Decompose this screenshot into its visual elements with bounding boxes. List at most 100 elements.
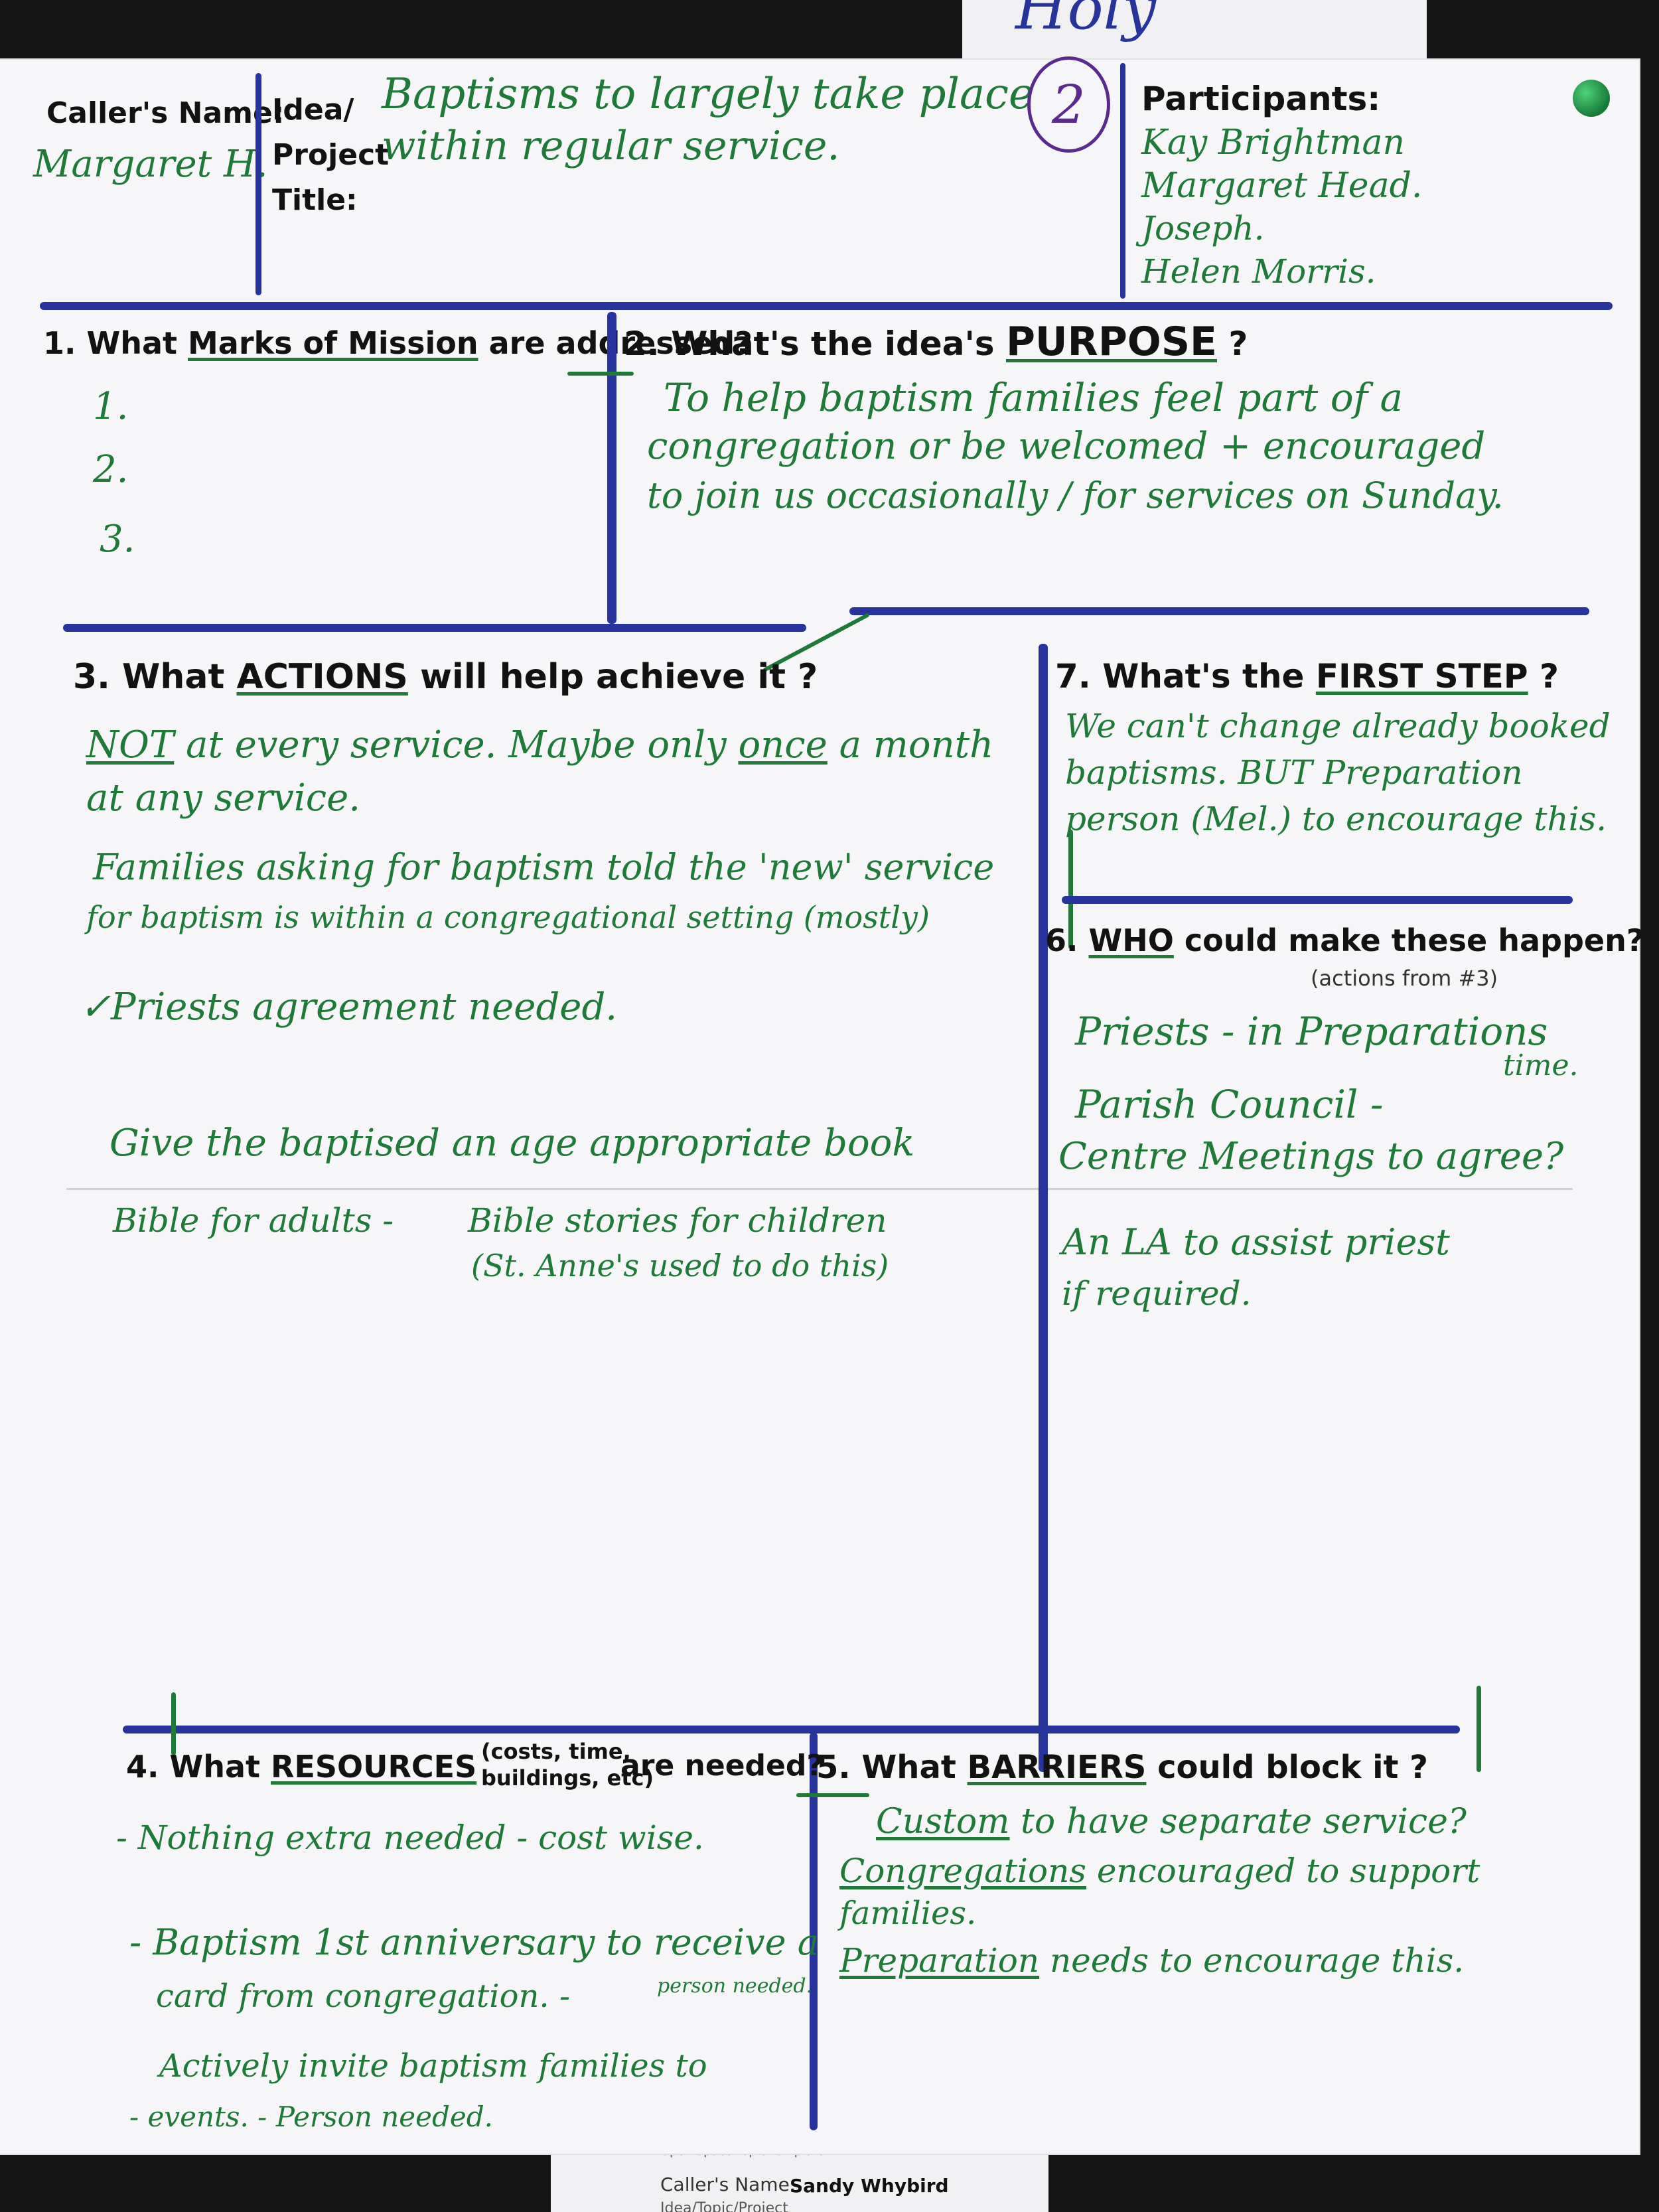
top-paper-text: Holy (1015, 0, 1157, 43)
q4-line-5: Actively invite baptism families to (159, 2047, 707, 2085)
q5-label-a: 5. What (816, 1749, 968, 1786)
q3-line-9: (St. Anne's used to do this) (471, 1248, 889, 1284)
q6-to-q7-arrow (1068, 830, 1073, 949)
mid-line-left (63, 624, 806, 632)
q5-line-4-a: Preparation (839, 1941, 1040, 1980)
q3-label-a: 3. What (73, 657, 237, 697)
paper-seam (66, 1188, 1573, 1190)
q5-line-2-b: encouraged to support (1086, 1852, 1480, 1890)
q6-line-6: if required. (1062, 1274, 1252, 1313)
q4-line-4: person needed. (657, 1974, 813, 1998)
q5-line-4-b: needs to encourage this. (1039, 1941, 1465, 1980)
q5-label: 5. What BARRIERS could block it ? (816, 1749, 1428, 1786)
q5-line-1-a: Custom (876, 1802, 1010, 1842)
caller-label: Caller's Name: (46, 96, 285, 130)
idea-label-2: Project (272, 138, 390, 172)
q3-line-1: NOT at every service. Maybe only once a … (86, 723, 993, 767)
q6-line-2: time. (1503, 1049, 1579, 1082)
q5-line-4: Preparation needs to encourage this. (839, 1941, 1464, 1980)
q3-line-1-c: once (738, 723, 828, 767)
q6-label-c: could make these happen? (1173, 922, 1644, 958)
mid-line-right (849, 607, 1589, 615)
q4-label-d: buildings, etc) (481, 1765, 654, 1791)
q4-q5-divider (810, 1732, 818, 2130)
q2-line-3: to join us occasionally / for services o… (647, 475, 1504, 516)
q2-label-c: ? (1217, 325, 1248, 363)
q3-line-5: ✓Priests agreement needed. (80, 986, 618, 1029)
bottom-paper-caller-label: Caller's Name: (660, 2174, 796, 2195)
q3-line-2: at any service. (86, 776, 361, 820)
q1-item-3: 3. (100, 518, 135, 561)
q3-label: 3. What ACTIONS will help achieve it ? (73, 657, 818, 697)
q1-label: 1. What Marks of Mission are addressed? (43, 325, 753, 361)
q1-to-q2-arrow (567, 372, 634, 376)
idea-value-2: within regular service. (382, 123, 840, 169)
participant-2: Margaret Head. (1141, 166, 1423, 206)
q6-label-a: 6. (1045, 922, 1089, 958)
bottom-paper-idea-label: Idea/Topic/Project (660, 2200, 788, 2212)
q4-to-q5-arrow (796, 1793, 869, 1797)
q3-label-b: ACTIONS (236, 657, 408, 697)
q3-label-c: will help achieve it ? (407, 657, 818, 697)
idea-label-1: Idea/ (272, 93, 354, 127)
idea-value-1: Baptisms to largely take place (382, 70, 1034, 119)
q4-label-c: (costs, time, (481, 1739, 631, 1764)
q6-line-3: Parish Council - (1075, 1082, 1384, 1127)
q4-line-2: - Baptism 1st anniversary to receive a (129, 1921, 819, 1963)
header-divider-1 (255, 73, 261, 295)
q3-line-3: Families asking for baptism told the 'ne… (93, 846, 995, 888)
idea-label-3: Title: (272, 183, 358, 217)
q5-line-1: Custom to have separate service? (876, 1802, 1467, 1842)
q2-label: 2. What's the idea's PURPOSE ? (624, 319, 1248, 365)
q2-label-a: 2. What's the idea's (624, 325, 1006, 363)
q6-line-4: Centre Meetings to agree? (1058, 1135, 1564, 1178)
q5-line-3: families. (839, 1895, 977, 1932)
q6-label: 6. WHO could make these happen? (1045, 922, 1644, 958)
q7-line-1: We can't change already booked (1065, 707, 1611, 745)
q4-label-e: are needed? (620, 1749, 824, 1783)
q1-label-b: Marks of Mission (188, 325, 478, 361)
q7-label: 7. What's the FIRST STEP ? (1055, 657, 1559, 696)
q3-line-1-d: a month (827, 723, 994, 767)
q3-line-4: for baptism is within a congregational s… (86, 899, 930, 935)
q7-line-3: person (Mel.) to encourage this. (1065, 800, 1607, 838)
header-bottom-line (40, 302, 1613, 310)
q7-line-2: baptisms. BUT Preparation (1065, 753, 1523, 792)
q1-item-2: 2. (93, 448, 129, 491)
bottom-line (123, 1726, 1460, 1733)
q5-line-2: Congregations encouraged to support (839, 1852, 1480, 1890)
q7-label-b: FIRST STEP (1315, 657, 1528, 696)
q1-label-a: 1. What (43, 325, 188, 361)
participants-label: Participants: (1141, 80, 1381, 118)
q7-label-c: ? (1528, 657, 1559, 696)
q3-to-q4-arrow (171, 1692, 176, 1755)
q4-label: 4. What RESOURCES (126, 1749, 476, 1785)
center-vertical-divider (1039, 644, 1048, 1772)
q4-line-3: card from congregation. - (156, 1978, 571, 2015)
q6-line-1: Priests - in Preparations (1075, 1009, 1548, 1054)
q1-q2-divider (607, 312, 616, 624)
q4-line-6: - events. - Person needed. (129, 2101, 493, 2133)
q6-label-b: WHO (1088, 922, 1174, 958)
q3-line-6: Give the baptised an age appropriate boo… (109, 1122, 915, 1165)
q6-sub: (actions from #3) (1311, 966, 1498, 991)
q7-label-a: 7. What's the (1055, 657, 1316, 696)
top-paper: Holy (962, 0, 1427, 63)
q1-label-c: are addressed? (488, 325, 753, 361)
q2-label-b: PURPOSE (1005, 319, 1218, 365)
q3-line-8: Bible stories for children (468, 1201, 887, 1240)
participant-1: Kay Brightman (1141, 123, 1405, 163)
topic-number-circle: 2 (1027, 56, 1110, 153)
q1-item-1: 1. (93, 385, 129, 428)
q3-line-1-b: at every service. Maybe only (174, 723, 739, 767)
q5-line-2-a: Congregations (839, 1852, 1086, 1890)
participant-4: Helen Morris. (1141, 252, 1376, 291)
participant-3: Joseph. (1141, 209, 1265, 248)
push-pin-icon (1573, 80, 1610, 117)
bottom-paper-caller-value: Sandy Whybird (790, 2175, 949, 2197)
open-space-poster: Caller's Name: Margaret H. Idea/ Project… (0, 56, 1644, 2154)
q3-line-1-a: NOT (86, 723, 175, 767)
q5-line-1-b: to have separate service? (1009, 1802, 1467, 1842)
q7-q6-divider (1062, 896, 1573, 904)
q5-to-q6-arrow (1477, 1686, 1481, 1772)
